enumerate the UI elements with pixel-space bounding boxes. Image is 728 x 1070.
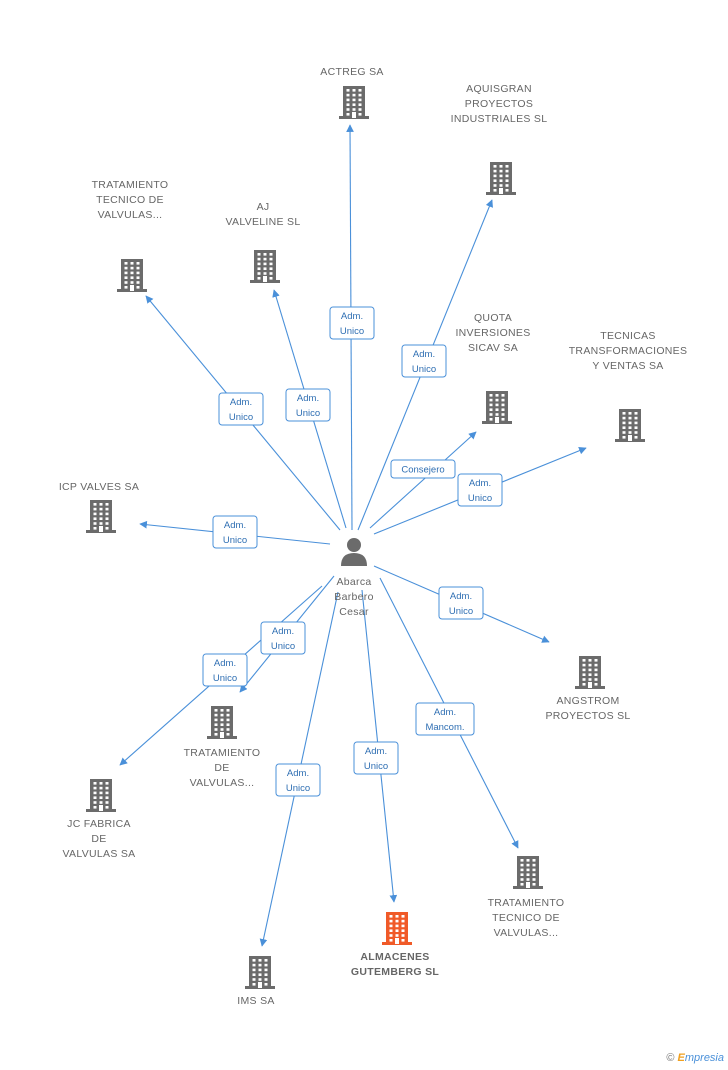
edge-label-text: Adm.Unico [296,393,320,419]
edge-label-text: Adm.Unico [449,591,473,617]
building-icon[interactable] [513,856,543,889]
edge-label-tecnicas: Adm.Unico [457,473,503,507]
company-node-icp_valves[interactable]: ICP VALVES SA [59,481,139,533]
footer-credit: © Empresia [666,1052,724,1064]
building-icon[interactable] [615,409,645,442]
edge-label-aquisgran: Adm.Unico [401,344,447,378]
edge-label-text: Adm.Unico [286,768,310,794]
company-node-actreg[interactable]: ACTREG SA [320,66,383,119]
company-label: ICP VALVES SA [59,481,139,493]
edge-label-aj_valveline: Adm.Unico [285,388,331,422]
edge-label-text: Adm.Unico [229,397,253,423]
company-label: IMS SA [237,995,274,1007]
building-icon[interactable] [86,500,116,533]
edge-label-quota: Consejero [390,459,456,479]
edge-label-angstrom: Adm.Unico [438,586,484,620]
company-label: ACTREG SA [320,66,383,78]
edge-label-tratamiento1: Adm.Unico [218,392,264,426]
building-icon[interactable] [575,656,605,689]
edge-label-jc_fabrica: Adm.Unico [202,653,248,687]
building-icon[interactable] [382,912,412,945]
building-icon[interactable] [339,86,369,119]
edge-label-ims: Adm.Unico [275,763,321,797]
edge-label-text: Adm.Unico [213,658,237,684]
building-icon[interactable] [482,391,512,424]
edge-label-icp_valves: Adm.Unico [212,515,258,549]
edge-label-text: Adm.Unico [340,311,364,337]
edge-label-text: Adm.Unico [468,478,492,504]
building-icon[interactable] [486,162,516,195]
company-node-ims[interactable]: IMS SA [237,956,275,1007]
edge-label-tratamiento2: Adm.Unico [260,621,306,655]
building-icon[interactable] [245,956,275,989]
edge-label-text: Adm.Mancom. [425,707,464,733]
edge-label-text: Adm.Unico [364,746,388,772]
building-icon[interactable] [86,779,116,812]
person-icon[interactable] [341,538,367,566]
edge-label-text: Consejero [401,465,444,476]
edge-label-text: Adm.Unico [223,520,247,546]
copyright-icon: © [666,1052,675,1064]
edge-label-text: Adm.Unico [412,349,436,375]
building-icon[interactable] [117,259,147,292]
brand-name[interactable]: Empresia [677,1052,724,1064]
edge-label-tratamiento3: Adm.Mancom. [415,702,475,736]
building-icon[interactable] [250,250,280,283]
edge-label-actreg: Adm.Unico [329,306,375,340]
edge-label-text: Adm.Unico [271,626,295,652]
edge-quota [369,431,477,529]
edge-label-almacenes: Adm.Unico [353,741,399,775]
building-icon[interactable] [207,706,237,739]
